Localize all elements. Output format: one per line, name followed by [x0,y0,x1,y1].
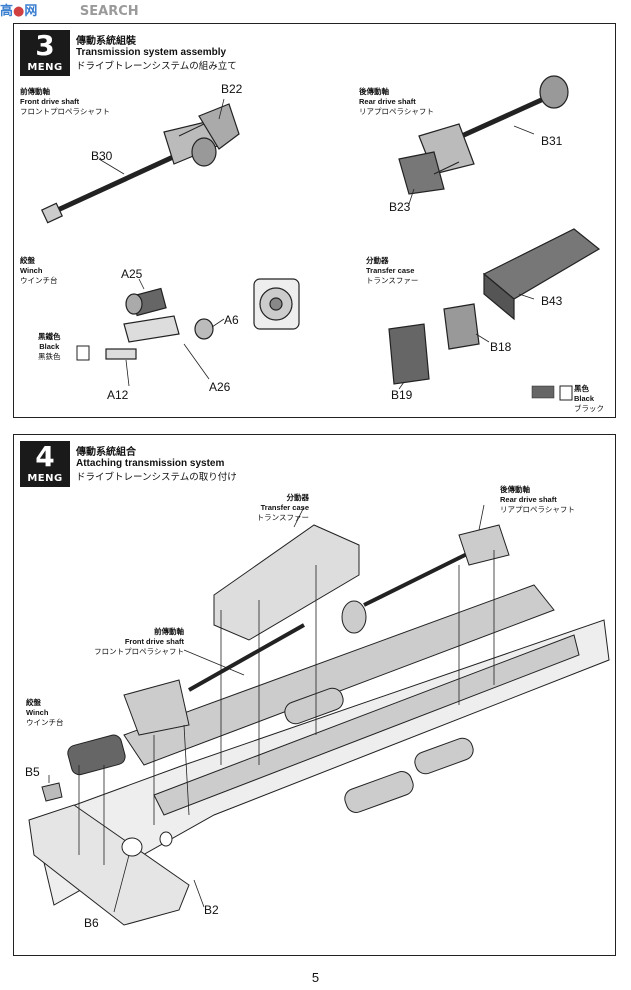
part-b5: B5 [25,765,40,779]
step3-panel: 3 MENG 傳動系統組裝 Transmission system assemb… [13,23,616,418]
part-b18: B18 [490,340,512,354]
front-bumper [28,804,190,926]
part-a12: A12 [107,388,129,402]
step4-title-cn: 傳動系統組合 [76,447,136,458]
part-b23: B23 [389,200,411,214]
step4-front-label: 前傳動軸 Front drive shaft フロントプロペラシャフト [94,627,184,656]
part-a25: A25 [121,267,143,281]
step3-badge: 3 MENG [20,30,70,76]
step4-heading: 傳動系統組合 Attaching transmission system ドライ… [76,443,237,483]
part-a6: A6 [224,313,239,327]
step4-leader-lines [48,504,495,913]
part-b30: B30 [91,149,113,163]
page-number: 5 [311,970,320,985]
step3-title-cn: 傳動系統組裝 [76,36,136,47]
step4-rear-label: 後傳動軸 Rear drive shaft リアプロペラシャフト [500,485,575,514]
part-b2: B2 [204,903,219,917]
watermark-logo: 高●网 SEARCH [0,4,139,19]
transfer-case-drawing-4 [213,524,360,641]
part-b19: B19 [391,388,413,402]
step3-number: 3 [35,29,55,62]
legend-box [559,385,573,401]
step4-badge: 4 MENG [20,441,70,487]
part-b22: B22 [221,82,243,96]
part-b31: B31 [541,134,563,148]
leader-lines [98,98,535,390]
step3-winch-label: 絞盤 Winch ウインチ台 [20,256,58,285]
step3-illustration [40,75,601,401]
step3-title-jp: ドライブトレーンシステムの組み立て [76,61,237,72]
step4-winch-label: 絞盤 Winch ウインチ台 [26,698,64,727]
part-a26: A26 [209,380,231,394]
legend-swatch [531,385,555,399]
step3-heading: 傳動系統組裝 Transmission system assembly ドライブ… [76,32,237,72]
step3-color-note: 黑鐵色 Black 黑鉄色 [38,332,61,361]
color-note-box [76,345,90,361]
step3-logo: MENG [27,62,63,73]
step4-panel: 4 MENG 傳動系統組合 Attaching transmission sys… [13,434,616,956]
part-b43: B43 [541,294,563,308]
step4-title-en: Attaching transmission system [76,458,225,469]
part-b6: B6 [84,916,99,930]
transfer-case-drawing [388,228,601,385]
step3-transfer-label: 分動器 Transfer case トランスファー [366,256,419,285]
winch-drawing [105,278,300,360]
front-drive-shaft-drawing [40,103,240,224]
step3-front-label: 前傳動軸 Front drive shaft フロントプロペラシャフト [20,87,110,116]
step4-number: 4 [35,440,55,473]
step4-title-jp: ドライブトレーンシステムの取り付け [76,472,237,483]
step3-title-en: Transmission system assembly [76,47,227,58]
step4-illustration [28,504,610,926]
step3-rear-label: 後傳動軸 Rear drive shaft リアプロペラシャフト [359,87,434,116]
rear-drive-shaft-drawing [398,75,569,195]
step4-logo: MENG [27,473,63,484]
step3-legend: 黑色 Black ブラック [574,384,604,413]
watermark-text: SEARCH [79,4,139,19]
step4-transfer-label: 分動器 Transfer case トランスファー [256,493,309,522]
